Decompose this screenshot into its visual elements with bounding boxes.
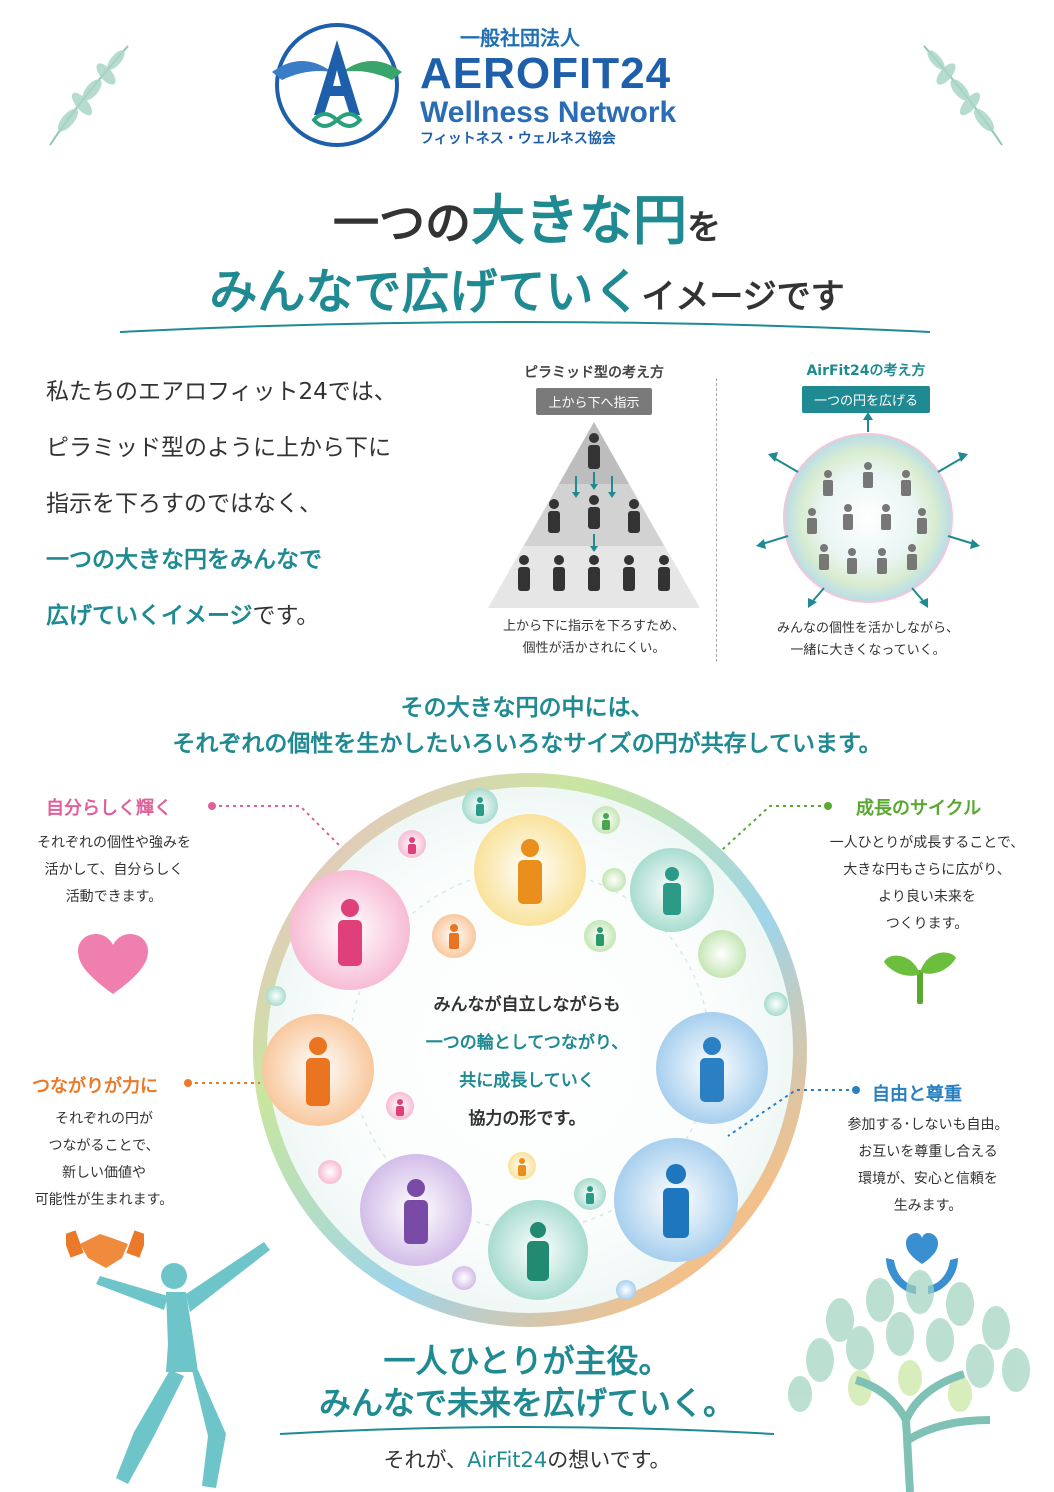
point-freedom-title: 自由と尊重 (872, 1084, 962, 1105)
footer-line: みんなで未来を広げていく。 (318, 1384, 735, 1422)
pyramid-caption-line: 個性が活かされにくい。 (522, 641, 666, 656)
point-desc-line: より良い未来を (878, 889, 976, 905)
heart-icon (78, 934, 148, 994)
center-line: みんなが自立しながらも (433, 995, 621, 1015)
pyramid-tag-wrap: 上から下へ指示 (494, 388, 694, 415)
point-desc-line: 一人ひとりが成長することで、 (829, 835, 1025, 851)
brand-japanese-subtitle: フィットネス・ウェルネス協会 (420, 131, 616, 147)
section2-heading: その大きな円の中には、 それぞれの個性を生かしたいろいろなサイズの円が共存してい… (0, 690, 1054, 762)
footer-closing-brand: AirFit24 (467, 1448, 548, 1472)
handshake-icon (66, 1230, 144, 1268)
footer-closing-part: それが、 (383, 1448, 468, 1472)
headline-part: 一つの (333, 196, 471, 250)
logo-text-block: 一般社団法人 AEROFIT24 Wellness Network フィットネス… (420, 28, 676, 146)
airfit-caption: みんなの個性を活かしながら、 一緒に大きくなっていく。 (748, 618, 988, 662)
intro-line: 指示を下ろすのではなく、 (46, 491, 322, 517)
headline-highlight: 大きな円 (471, 189, 687, 252)
section2-line: その大きな円の中には、 (400, 695, 654, 721)
point-desc-line: 活動できます。 (65, 889, 163, 905)
brand-name: AEROFIT24 (420, 49, 672, 98)
center-line: 協力の形です。 (468, 1109, 586, 1129)
point-desc-line: 参加する･しないも自由。 (847, 1117, 1009, 1133)
pyramid-title: ピラミッド型の考え方 (524, 365, 664, 381)
tree-illustration (788, 1270, 1030, 1492)
point-shine-title: 自分らしく輝く (46, 798, 172, 819)
point-connect-desc: それぞれの円が つながることで、 新しい価値や 可能性が生まれます。 (4, 1106, 204, 1214)
airfit-tag: 一つの円を広げる (801, 386, 930, 413)
section2-line: それぞれの個性を生かしたいろいろなサイズの円が共存しています。 (172, 731, 882, 757)
footer-closing-part: の想いです。 (547, 1448, 671, 1472)
point-desc-line: それぞれの個性や強みを (37, 835, 191, 851)
footer-message: 一人ひとりが主役。 みんなで未来を広げていく。 (0, 1340, 1054, 1424)
intro-line: です。 (252, 603, 320, 629)
headline-part: を (687, 208, 721, 248)
sprout-icon (884, 952, 956, 1004)
intro-paragraph: 私たちのエアロフィット24では、 ピラミッド型のように上から下に 指示を下ろすの… (46, 364, 397, 644)
headline-underline-swoosh (120, 321, 930, 333)
big-circle-diagram (253, 773, 807, 1327)
airfit-title: AirFit24の考え方 (806, 363, 926, 379)
aerofit-logo-emblem (272, 23, 402, 147)
headline-line-2: みんなで広げていくイメージです (0, 252, 1054, 322)
airfit-circle-diagram (756, 412, 980, 608)
headline-line-1: 一つの大きな円を (0, 176, 1054, 255)
headline-part: イメージです (641, 277, 845, 317)
footer-underline-swoosh (280, 1426, 774, 1435)
circle-center-text: みんなが自立しながらも 一つの輪としてつながり、 共に成長していく 協力の形です… (387, 986, 667, 1138)
airfit-caption-line: みんなの個性を活かしながら、 (776, 621, 959, 636)
diagram-divider (716, 378, 717, 662)
point-desc-line: 大きな円もさらに広がり、 (843, 862, 1011, 878)
dancing-woman-silhouette (96, 1242, 270, 1488)
point-freedom-desc: 参加する･しないも自由。 お互いを尊重し合える 環境が、安心と信頼を 生みます。 (818, 1112, 1038, 1220)
intro-line-highlight: 広げていくイメージ (46, 603, 253, 629)
footer-line: 一人ひとりが主役。 (383, 1342, 671, 1380)
airfit-tag-wrap: 一つの円を広げる (766, 386, 966, 413)
point-desc-line: 可能性が生まれます。 (34, 1192, 174, 1208)
pyramid-diagram (488, 422, 700, 608)
point-desc-line: つながることで、 (48, 1138, 160, 1154)
org-type-label: 一般社団法人 (460, 26, 580, 50)
airfit-caption-line: 一緒に大きくなっていく。 (790, 643, 946, 658)
leaf-branch-right-icon (923, 45, 1003, 146)
center-line-highlight: 共に成長していく (459, 1071, 595, 1091)
headline-highlight: みんなで広げていく (209, 264, 642, 320)
leaf-branch-left-icon (49, 45, 129, 146)
point-desc-line: 生みます。 (893, 1198, 963, 1214)
point-connect-title: つながりが力に (32, 1076, 158, 1097)
point-desc-line: それぞれの円が (55, 1111, 153, 1127)
point-growth-title: 成長のサイクル (856, 798, 982, 819)
pyramid-tag: 上から下へ指示 (536, 388, 652, 415)
intro-line: ピラミッド型のように上から下に (46, 435, 391, 461)
center-line-highlight: 一つの輪としてつながり、 (425, 1033, 629, 1053)
point-desc-line: 環境が、安心と信頼を (858, 1171, 998, 1187)
intro-line-highlight: 一つの大きな円をみんなで (46, 547, 322, 573)
point-desc-line: お互いを尊重し合える (858, 1144, 998, 1160)
point-desc-line: つくります。 (885, 916, 969, 932)
pyramid-caption-line: 上から下に指示を下ろすため、 (502, 619, 685, 634)
intro-line: 私たちのエアロフィット24では、 (46, 379, 397, 405)
point-shine-desc: それぞれの個性や強みを 活かして、自分らしく 活動できます。 (14, 830, 214, 911)
point-growth-desc: 一人ひとりが成長することで、 大きな円もさらに広がり、 より良い未来を つくりま… (812, 830, 1042, 938)
point-desc-line: 活かして、自分らしく (44, 862, 184, 878)
pyramid-caption: 上から下に指示を下ろすため、 個性が活かされにくい。 (474, 616, 714, 660)
footer-closing: それが、AirFit24の想いです。 (0, 1444, 1054, 1474)
brand-subtitle: Wellness Network (420, 96, 677, 129)
point-desc-line: 新しい価値や (62, 1165, 146, 1181)
